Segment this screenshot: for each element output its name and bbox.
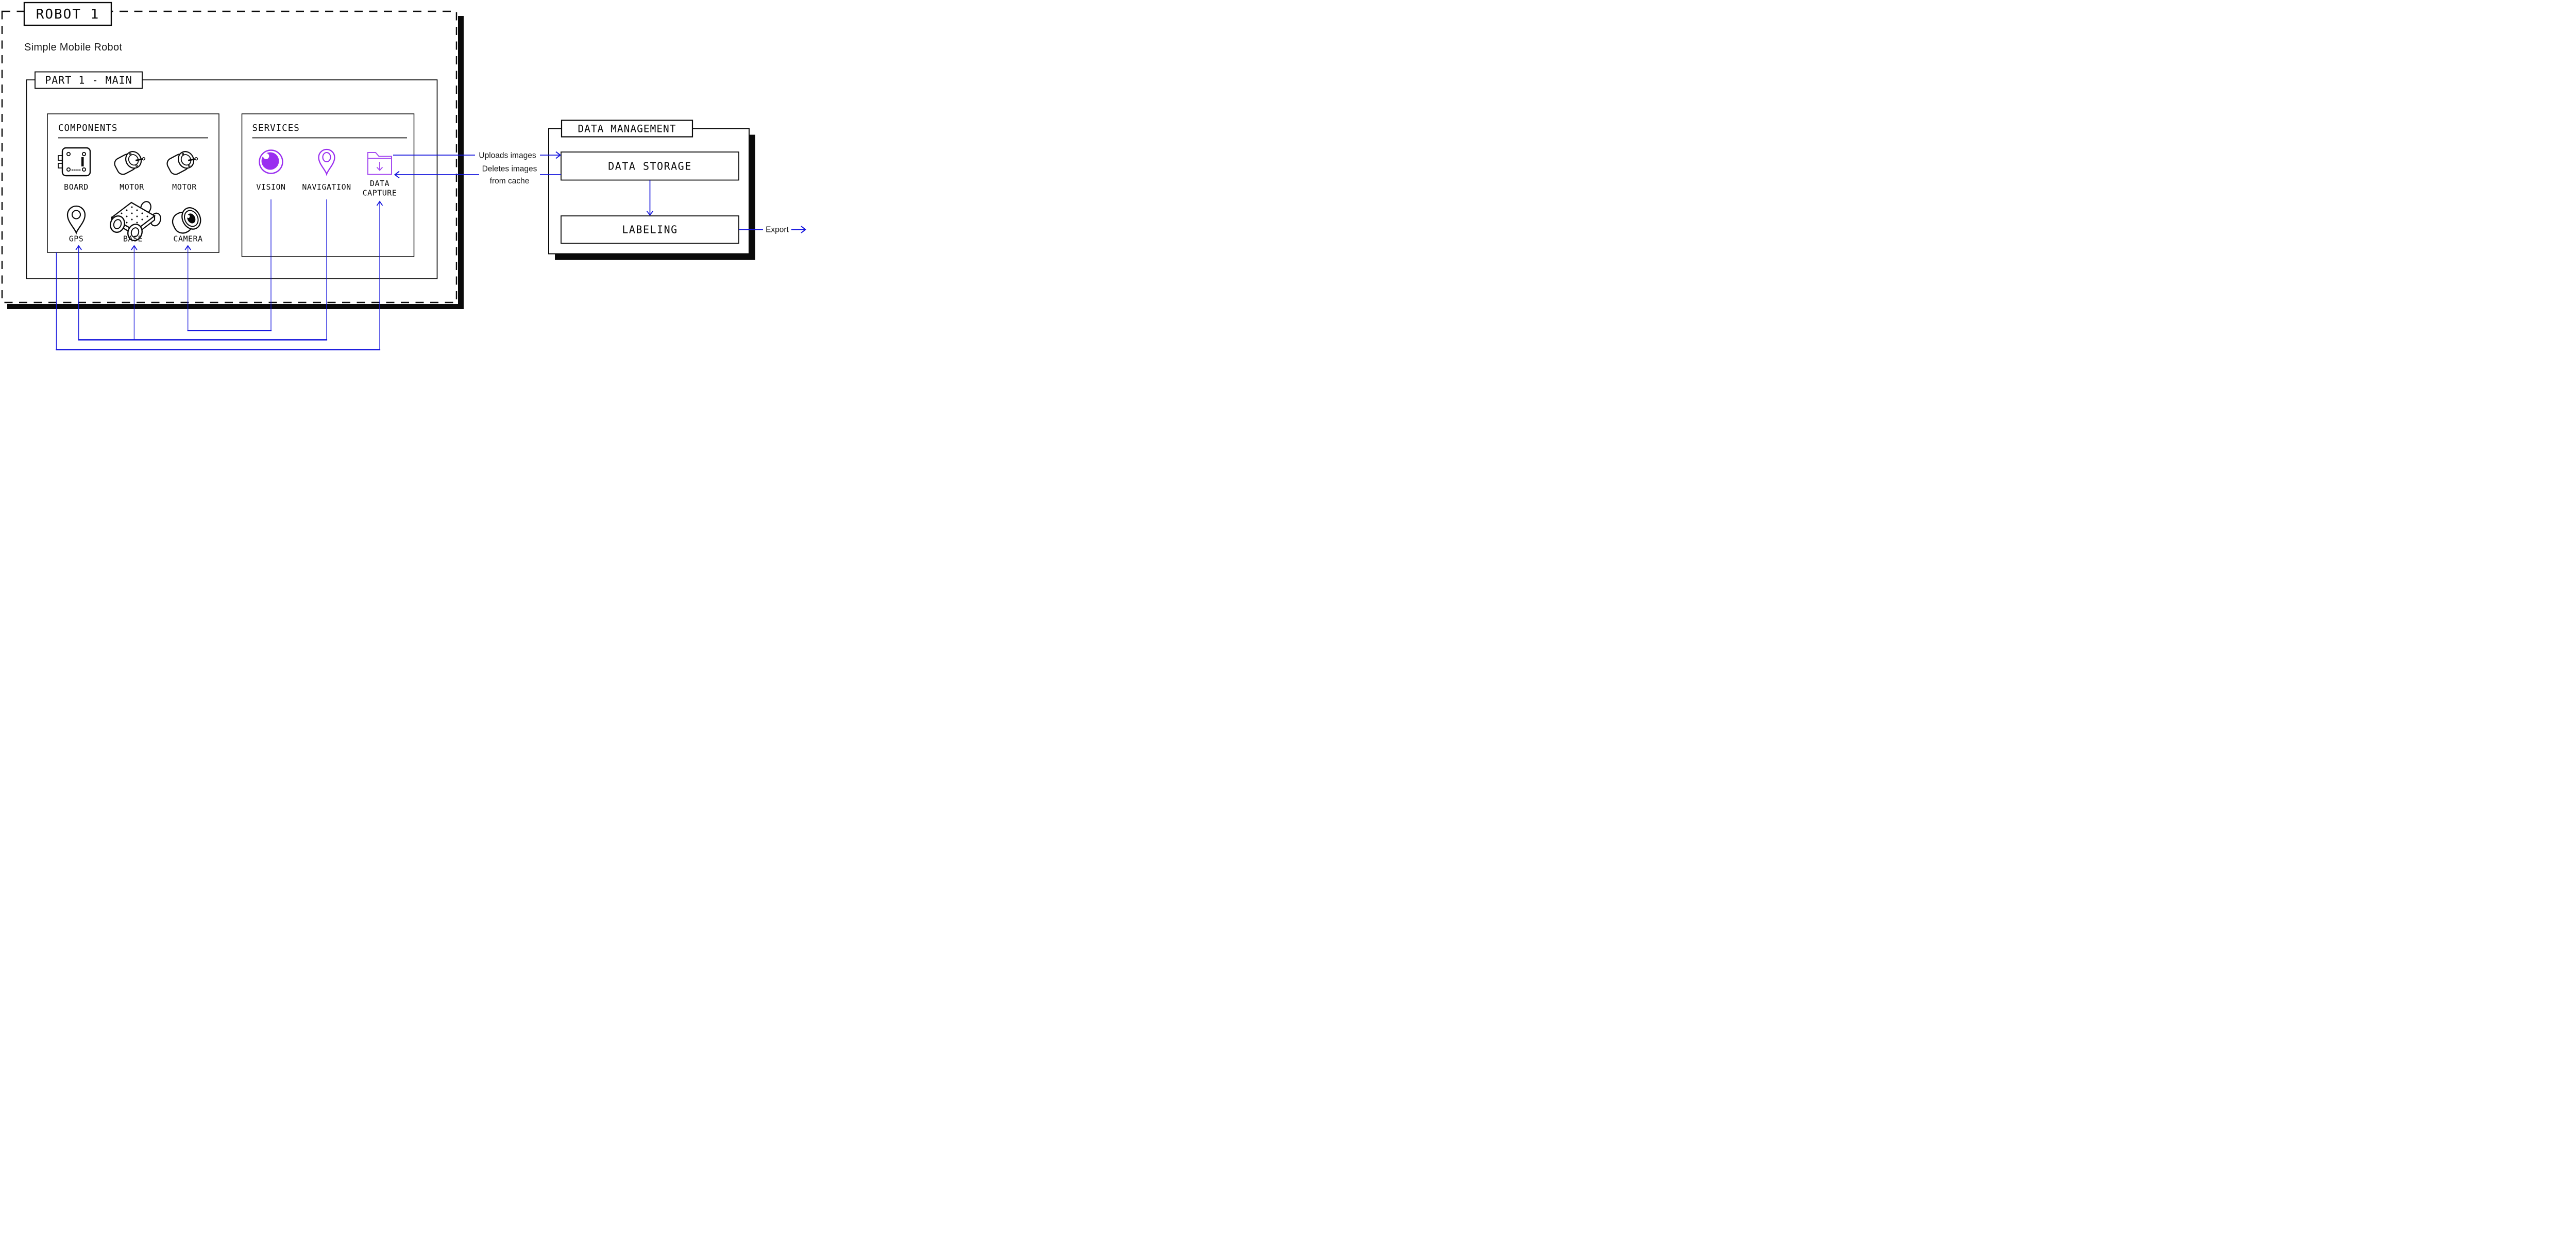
component-label: CAMERA xyxy=(173,234,202,244)
diagram-canvas: DATA MANAGEMENT DATA STORAGE LABELING PA… xyxy=(0,0,808,353)
robot-title: ROBOT 1 xyxy=(36,7,100,22)
data-storage-box xyxy=(561,151,739,181)
folder-download-icon xyxy=(367,152,392,175)
eye-icon xyxy=(259,149,283,174)
component-label: MOTOR xyxy=(172,182,197,192)
circuit-board-icon xyxy=(58,147,91,177)
map-pin-icon xyxy=(66,205,86,235)
part1-main-title: PART 1 - MAIN xyxy=(45,74,132,87)
export-label: Export xyxy=(766,226,789,234)
data-management-section: DATA MANAGEMENT DATA STORAGE LABELING xyxy=(548,120,755,260)
labeling-box xyxy=(561,215,739,244)
robot-subtitle: Simple Mobile Robot xyxy=(24,42,122,53)
robot-dashed-border xyxy=(1,10,457,303)
arrowhead-gps xyxy=(75,245,82,250)
deletes-label-bg xyxy=(479,164,540,186)
service-label: DATA xyxy=(370,179,389,188)
services-section: SERVICES VISION NAVIGATION DATA CAPTURE xyxy=(241,113,415,257)
component-label: BASE xyxy=(123,234,143,244)
deletes-label-line2: from cache xyxy=(490,177,530,185)
robot-header: ROBOT 1 Simple Mobile Robot xyxy=(23,2,122,53)
services-heading: SERVICES xyxy=(252,123,300,133)
map-pin-icon xyxy=(318,148,335,177)
data-storage-label: DATA STORAGE xyxy=(608,160,692,173)
uploads-label-bg xyxy=(475,150,540,160)
arrowhead-camera xyxy=(184,245,191,250)
robot-shadow-right xyxy=(458,16,464,309)
components-heading: COMPONENTS xyxy=(58,123,117,133)
component-label: MOTOR xyxy=(120,182,144,192)
storage-to-labeling-arrow xyxy=(646,180,654,216)
robot-architecture-diagram: DATA MANAGEMENT DATA STORAGE LABELING PA… xyxy=(1,2,807,350)
part1-main-title-box xyxy=(35,71,143,89)
service-label: VISION xyxy=(256,182,285,192)
arrowhead-capture xyxy=(376,200,383,206)
camera-lens-icon xyxy=(172,207,201,234)
storage-wires: Uploads images Deletes images from cache xyxy=(393,150,562,186)
arrowhead-deletes xyxy=(394,171,400,179)
data-management-title-box xyxy=(561,120,693,138)
arrowhead-base xyxy=(131,245,138,250)
arrowhead-uploads xyxy=(555,151,562,159)
components-section: COMPONENTS BOARD MOTOR xyxy=(47,113,219,253)
robot-container xyxy=(1,10,464,309)
export-wire: Export xyxy=(739,226,807,234)
robot-title-box xyxy=(23,2,112,26)
data-management-title: DATA MANAGEMENT xyxy=(578,123,676,135)
component-label: BOARD xyxy=(64,182,89,192)
wiring xyxy=(56,199,383,350)
arrowhead-export xyxy=(801,226,807,233)
service-label: NAVIGATION xyxy=(302,182,351,192)
motor-icon xyxy=(166,151,198,175)
service-label: CAPTURE xyxy=(363,189,397,198)
motor-icon xyxy=(114,151,146,175)
rover-base-icon xyxy=(110,201,161,241)
robot-shadow-bottom xyxy=(7,304,464,309)
deletes-label-line1: Deletes images xyxy=(482,165,537,174)
uploads-label: Uploads images xyxy=(479,151,536,160)
component-label: GPS xyxy=(69,234,84,244)
labeling-label: LABELING xyxy=(622,224,677,236)
